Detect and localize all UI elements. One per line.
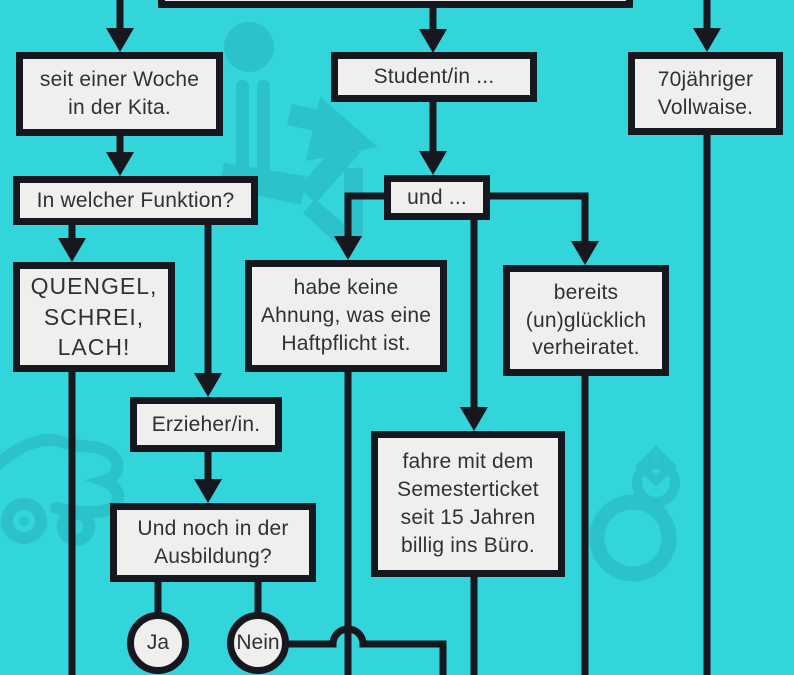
node-haftpflicht-line-2: Ahnung, was eine — [260, 304, 432, 328]
node-semesterticket-line-4: billig ins Büro. — [401, 533, 535, 557]
node-quengel-line-1: QUENGEL, — [30, 273, 158, 300]
node-quengel-line-2: SCHREI, — [43, 303, 145, 330]
arrowhead-verheiratet — [571, 241, 599, 265]
stroller-icon — [0, 433, 125, 546]
arrowhead-vollwaise — [693, 28, 721, 52]
node-haftpflicht-line-1: habe keine — [293, 276, 399, 300]
node-quengel-line-3: LACH! — [57, 334, 131, 361]
node-ausbildung-line-2: Ausbildung? — [154, 544, 272, 568]
node-ausbildung: Und noch in der Ausbildung? — [110, 503, 316, 582]
node-verheiratet-line-2: (un)glücklich — [525, 308, 647, 332]
connector-nein-hop-down — [288, 625, 447, 675]
arrowhead-ausbildung — [194, 479, 222, 503]
node-semesterticket-line-2: Semesterticket — [397, 478, 539, 502]
node-und-line-1: und ... — [407, 185, 467, 209]
node-erzieher: Erzieher/in. — [130, 397, 282, 452]
node-kita-line-1: seit einer Woche — [39, 68, 200, 92]
node-verheiratet: bereits (un)glücklich verheiratet. — [503, 265, 669, 376]
node-und: und ... — [384, 175, 490, 220]
arrowhead-haftpflicht — [334, 236, 362, 260]
connector-und-to-haftpflicht — [344, 192, 384, 238]
arrowheads — [58, 28, 721, 503]
node-haftpflicht-line-3: Haftpflicht ist. — [281, 331, 411, 355]
node-vollwaise-line-2: Vollwaise. — [657, 95, 754, 119]
node-vollwaise-line-1: 70jähriger — [657, 67, 754, 91]
connector-und-to-verheiratet — [490, 192, 589, 243]
node-erzieher-line-1: Erzieher/in. — [151, 412, 261, 436]
node-nein-label: Nein — [236, 631, 280, 654]
arrowhead-semesterticket — [460, 407, 488, 431]
node-student: Student/in ... — [331, 52, 537, 102]
node-kita: seit einer Woche in der Kita. — [16, 52, 223, 136]
node-verheiratet-line-3: verheiratet. — [532, 336, 640, 360]
arrowhead-kita — [106, 28, 134, 52]
arrowhead-und — [419, 151, 447, 175]
stroller-wheel-hub — [19, 516, 29, 526]
node-semesterticket-line-1: fahre mit dem — [402, 450, 534, 474]
node-ja-label: Ja — [146, 631, 170, 654]
node-kita-line-2: in der Kita. — [68, 96, 171, 119]
node-funktion-line-1: In welcher Funktion? — [36, 188, 235, 212]
node-nein: Nein — [227, 612, 289, 674]
node-verheiratet-line-1: bereits — [553, 280, 619, 304]
arrowhead-erzieher — [194, 373, 222, 397]
node-vollwaise: 70jähriger Vollwaise. — [628, 52, 783, 135]
node-semesterticket-line-3: seit 15 Jahren — [400, 506, 536, 529]
arrowhead-student — [419, 29, 447, 53]
node-haftpflicht: habe keine Ahnung, was eine Haftpflicht … — [245, 260, 447, 372]
node-student-line-1: Student/in ... — [373, 65, 495, 89]
sitting-person-icon — [224, 22, 274, 183]
wedding-rings-icon — [589, 445, 680, 582]
node-ja: Ja — [127, 612, 189, 674]
arrowhead-funktion — [106, 152, 134, 176]
node-funktion: In welcher Funktion? — [13, 176, 258, 225]
node-top-partial — [158, 0, 633, 8]
node-ausbildung-line-1: Und noch in der — [137, 516, 289, 540]
node-semesterticket: fahre mit dem Semesterticket seit 15 Jah… — [371, 431, 565, 577]
arrowhead-quengel — [58, 238, 86, 262]
node-quengel: QUENGEL, SCHREI, LACH! — [13, 262, 175, 372]
